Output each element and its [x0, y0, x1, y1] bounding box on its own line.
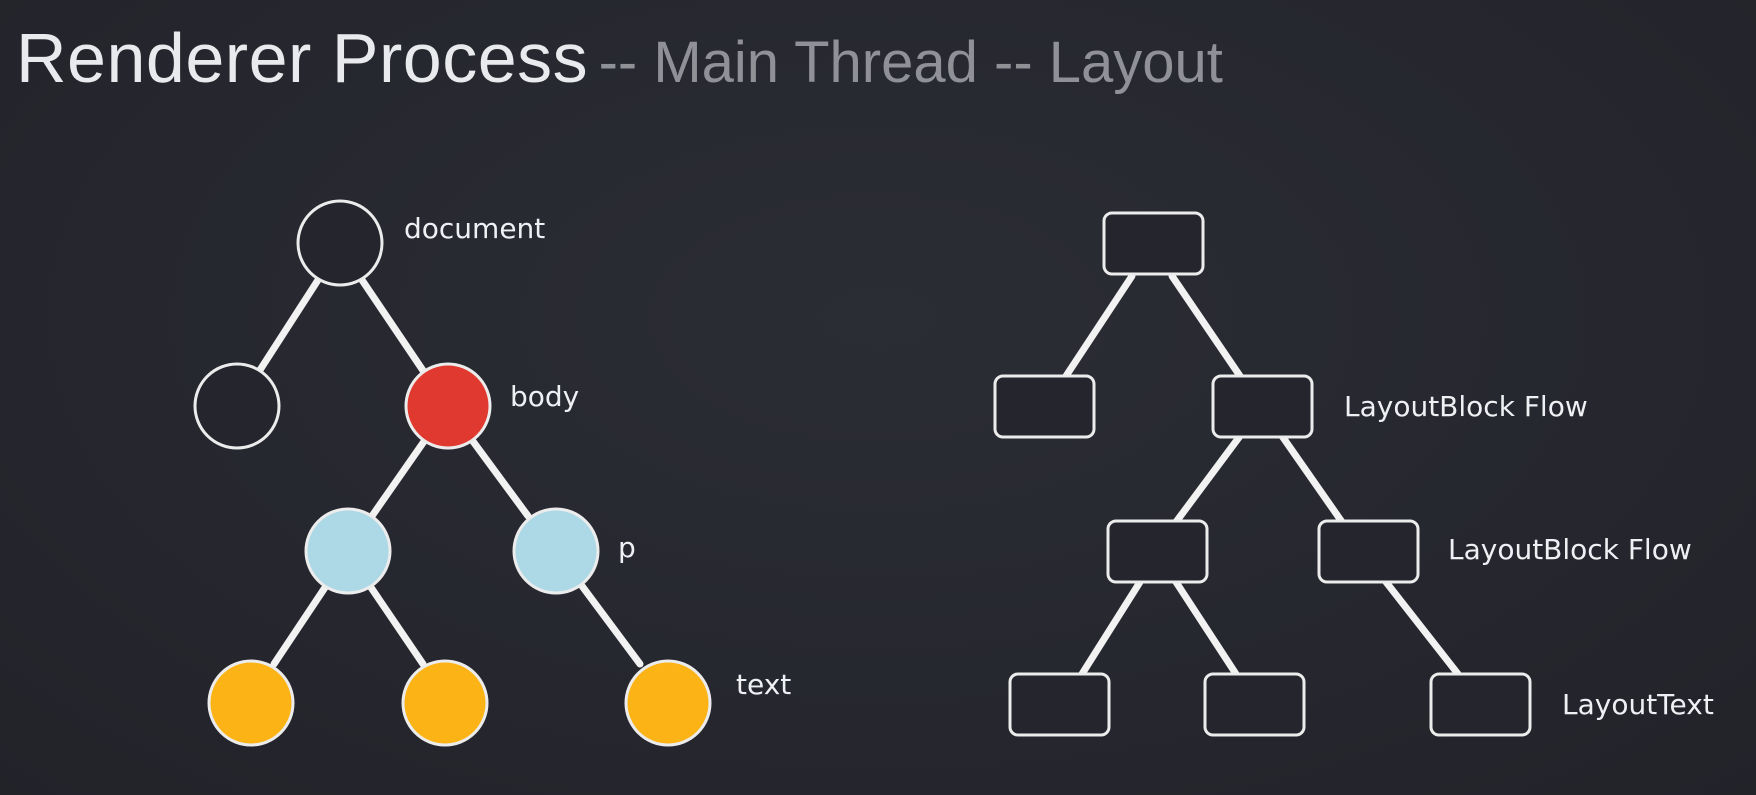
- label-body: body: [510, 380, 579, 413]
- edge-body-p1: [368, 436, 429, 520]
- edge-body-p2: [468, 436, 532, 520]
- edge-document-body: [358, 276, 428, 376]
- edge-p2-text3: [578, 582, 644, 668]
- layout-box-child-left: [1106, 519, 1209, 584]
- node-text-3: [624, 659, 712, 747]
- edge-root-right: [1168, 272, 1244, 380]
- dom-tree-nodes: [193, 199, 712, 747]
- node-text-1: [207, 659, 295, 747]
- node-text-2: [401, 659, 489, 747]
- title-subtitle: -- Main Thread -- Layout: [598, 30, 1223, 95]
- node-left-child: [193, 362, 281, 450]
- layout-box-root: [1102, 211, 1205, 276]
- edge-block-left: [1172, 432, 1244, 526]
- node-body: [404, 362, 492, 450]
- edge-block2-leaf2: [1172, 578, 1240, 678]
- layout-box-leaf-1: [1008, 672, 1111, 737]
- edge-block2-leaf1: [1078, 578, 1144, 678]
- label-layout-text: LayoutText: [1562, 688, 1714, 721]
- slide-title: Renderer Process -- Main Thread -- Layou…: [16, 18, 1223, 98]
- layout-tree-boxes: [993, 211, 1532, 737]
- node-p-right: [512, 507, 600, 595]
- layout-box-leaf-2: [1203, 672, 1306, 737]
- label-document: document: [404, 212, 545, 245]
- layout-box-layout-text: [1429, 672, 1532, 737]
- layout-box-block-flow-1: [1211, 374, 1314, 439]
- edge-document-left: [256, 276, 322, 374]
- node-document: [296, 199, 384, 287]
- edge-block-right: [1278, 432, 1346, 526]
- layout-tree-edges: [1062, 272, 1462, 678]
- node-p-left: [304, 507, 392, 595]
- layout-box-block-flow-2: [1317, 519, 1420, 584]
- title-main: Renderer Process: [16, 19, 589, 97]
- edge-p1-text1: [270, 582, 330, 668]
- layout-box-left: [993, 374, 1096, 439]
- dom-tree-edges: [256, 276, 644, 668]
- edge-block3-leaf3: [1382, 578, 1462, 678]
- label-p: p: [618, 531, 636, 564]
- label-layout-block-flow-2: LayoutBlock Flow: [1448, 533, 1692, 566]
- edge-root-left: [1062, 272, 1136, 380]
- edge-p1-text2: [366, 582, 427, 668]
- label-text: text: [736, 668, 791, 701]
- label-layout-block-flow-1: LayoutBlock Flow: [1344, 390, 1588, 423]
